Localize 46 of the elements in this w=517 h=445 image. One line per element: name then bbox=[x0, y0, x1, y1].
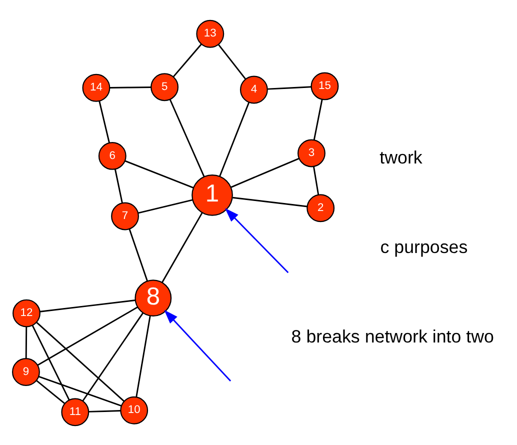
node-circle: 9 bbox=[12, 358, 40, 386]
connector bbox=[169, 98, 205, 176]
node-circle: 1 bbox=[192, 174, 233, 216]
connector bbox=[36, 322, 124, 402]
connector bbox=[219, 102, 250, 176]
node-circle: 15 bbox=[310, 72, 339, 100]
connector bbox=[313, 98, 323, 140]
connector bbox=[162, 212, 203, 282]
node-circle: 8 bbox=[134, 279, 172, 316]
connector bbox=[25, 326, 28, 358]
connector bbox=[40, 299, 136, 312]
node-circle: 13 bbox=[196, 19, 224, 48]
connector bbox=[124, 160, 194, 188]
connector bbox=[110, 86, 152, 88]
node-circle: 3 bbox=[298, 138, 326, 167]
connector bbox=[138, 198, 193, 214]
node-circle: 4 bbox=[240, 75, 268, 104]
connector bbox=[36, 379, 66, 404]
connector bbox=[32, 324, 70, 400]
connector bbox=[312, 166, 320, 194]
connector bbox=[98, 100, 110, 142]
connector bbox=[268, 86, 312, 90]
arrow bbox=[164, 309, 232, 382]
connector bbox=[232, 196, 308, 207]
node-circle: 7 bbox=[111, 202, 139, 230]
connector bbox=[128, 228, 148, 281]
connector bbox=[37, 306, 138, 366]
connector bbox=[218, 44, 246, 79]
label: c purposes bbox=[380, 236, 468, 257]
label: 8 breaks network into two bbox=[291, 326, 494, 346]
node-circle: 14 bbox=[82, 73, 110, 102]
node-circle: 11 bbox=[61, 398, 90, 426]
node-circle: 6 bbox=[98, 141, 126, 170]
node-circle: 5 bbox=[150, 72, 179, 101]
node-circle: 12 bbox=[12, 298, 40, 327]
node-circle: 2 bbox=[306, 194, 335, 222]
connector bbox=[38, 375, 122, 406]
node-circle: 10 bbox=[120, 396, 148, 424]
arrow bbox=[224, 208, 289, 273]
label: twork bbox=[380, 147, 422, 168]
connector bbox=[230, 157, 300, 188]
connector bbox=[114, 168, 123, 202]
connector bbox=[88, 410, 121, 412]
connector bbox=[172, 43, 202, 77]
connector bbox=[136, 315, 151, 397]
connector bbox=[82, 312, 144, 401]
